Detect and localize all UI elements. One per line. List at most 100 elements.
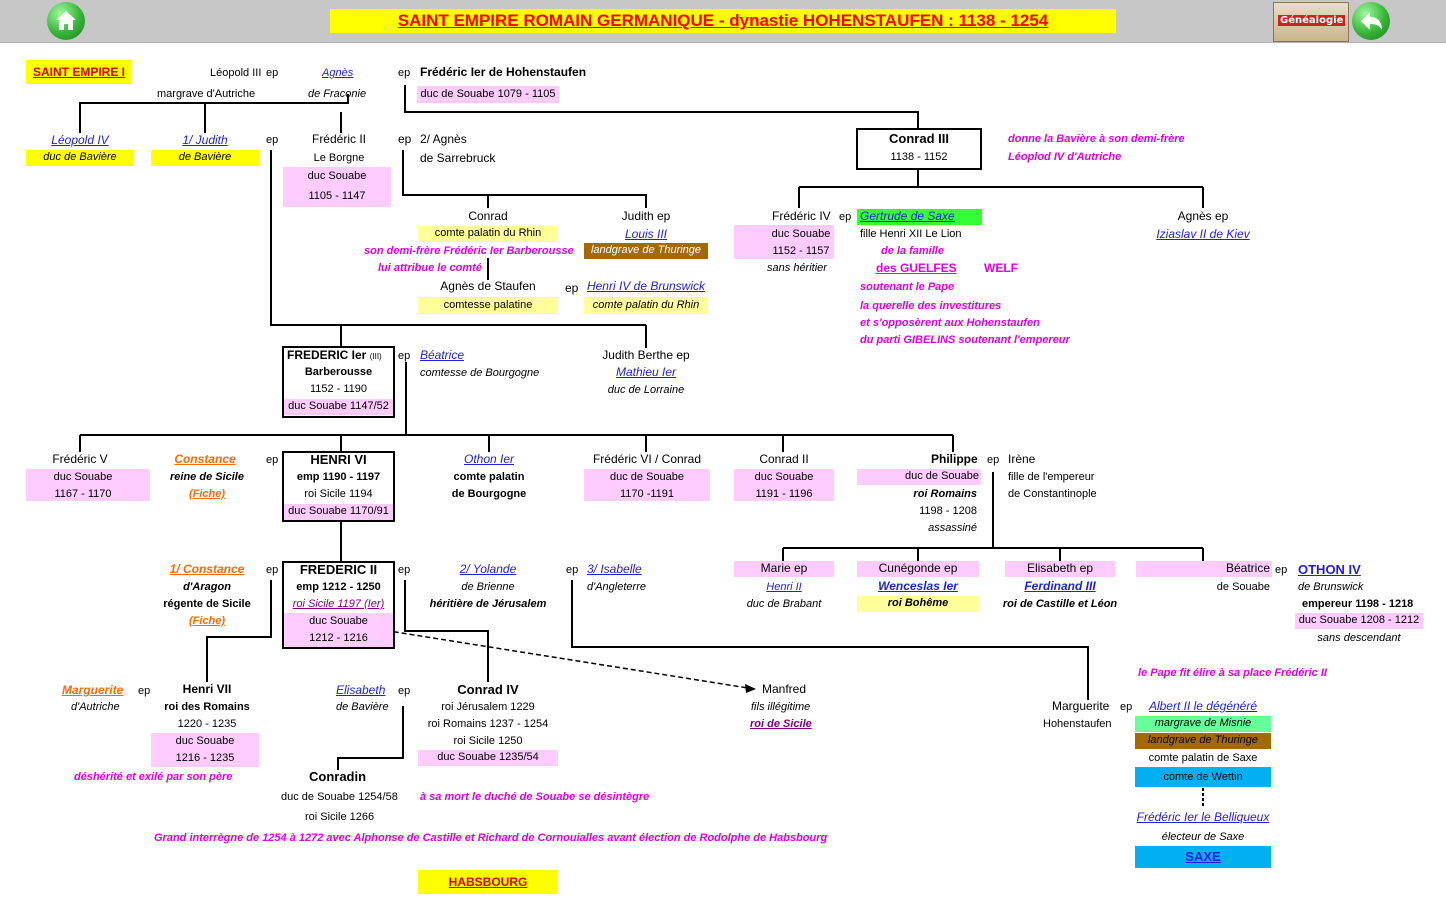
othon-4-link[interactable]: OTHON IV — [1298, 562, 1361, 577]
ep-label: ep — [266, 564, 279, 576]
yolande-link[interactable]: 2/ Yolande — [459, 562, 517, 576]
saint-empire-link[interactable]: SAINT EMPIRE I — [26, 60, 132, 84]
gertrude-link[interactable]: Gertrude de Saxe — [857, 209, 982, 225]
mathieu-link[interactable]: Mathieu Ier — [615, 365, 677, 379]
wenceslas-link[interactable]: Wenceslas Ier — [878, 579, 958, 593]
elisabeth-ep: Elisabeth ep — [1005, 561, 1115, 577]
ferdinand-link[interactable]: Ferdinand III — [1024, 579, 1096, 593]
manfred-name: Manfred — [762, 682, 807, 696]
conrad-2-dates: 1191 - 1196 — [755, 488, 813, 500]
interregne-note: Grand interrègne de 1254 à 1272 avec Alp… — [154, 832, 828, 844]
judith-ep: Judith ep — [621, 209, 671, 223]
henri-6-emp: emp 1190 - 1197 — [296, 471, 381, 483]
conrad-3-note-2: Léoplod IV d'Autriche — [1008, 151, 1122, 163]
wenceslas-title: roi Bohême — [857, 596, 979, 612]
frederic-2-emp: emp 1212 - 1250 — [296, 581, 381, 593]
marguerite-link[interactable]: Marguerite — [62, 683, 124, 697]
frederic-2-dates: 1105 - 1147 — [308, 190, 366, 202]
yolande-title: de Brienne — [461, 581, 515, 593]
pape-note-1: soutenant le Pape — [860, 281, 955, 293]
saxe-link[interactable]: SAXE — [1135, 846, 1271, 868]
ep-label: ep — [1275, 564, 1288, 576]
frederic-6-dates: 1170 -1191 — [619, 488, 675, 500]
frederic-2-sicile-link[interactable]: roi Sicile 1197 (Ier) — [292, 598, 385, 610]
albert-2-thuringe: landgrave de Thuringe — [1135, 733, 1271, 749]
philippe-roi: roi Romains — [913, 488, 977, 500]
isabelle-link[interactable]: 3/ Isabelle — [587, 562, 642, 576]
house-glyph — [56, 11, 76, 30]
beatrice-souabe-name: Béatrice — [1136, 561, 1272, 577]
manfred-title: fils illégitime — [751, 701, 811, 713]
louis-3-link[interactable]: Louis III — [624, 227, 668, 241]
constance-1-link[interactable]: 1/ Constance — [169, 562, 245, 576]
henri-6-souabe: duc Souabe 1170/91 — [284, 504, 393, 520]
constance-fiche-link[interactable]: (Fiche) — [188, 488, 226, 500]
albert-2-link[interactable]: Albert II le dégénéré — [1148, 699, 1258, 713]
home-icon[interactable] — [47, 2, 85, 40]
welf-label: WELF — [984, 261, 1018, 275]
conrad-4-souabe: duc Souabe 1235/54 — [418, 750, 558, 766]
frederic-6-box — [584, 469, 710, 501]
ep-label: ep — [565, 281, 579, 295]
ep-label: ep — [987, 454, 1000, 466]
henri-2-link[interactable]: Henri II — [766, 581, 802, 593]
frederic-4-box — [734, 225, 834, 259]
frederic-barberousse-name: FREDERIC Ier (III) — [287, 348, 382, 364]
beatrice-link[interactable]: Béatrice — [420, 348, 465, 362]
ep-label: ep — [398, 685, 411, 697]
frederic-4-title: duc Souabe — [771, 228, 831, 240]
barberousse-title: duc Souabe 1147/52 — [284, 399, 393, 415]
othon-1-link[interactable]: Othon Ier — [463, 452, 515, 466]
frederic-2-title: duc Souabe — [307, 170, 367, 182]
genealogie-logo-button[interactable]: Généalogie — [1273, 2, 1349, 42]
philippe-title: duc de Souabe — [857, 469, 981, 485]
frederic-barberousse-numeral: (III) — [369, 352, 382, 361]
agnes-link[interactable]: Agnès — [322, 67, 354, 79]
leopold-4-title: duc de Bavière — [26, 150, 134, 166]
henri-4-link[interactable]: Henri IV de Brunswick — [586, 279, 706, 293]
marguerite-hohenstaufen-title: Hohenstaufen — [1043, 718, 1112, 730]
frederic-5-name: Frédéric V — [52, 452, 108, 466]
judith-link[interactable]: 1/ Judith — [182, 133, 228, 147]
frederic-belliqueux-link[interactable]: Frédéric Ier le Belliqueux — [1136, 810, 1270, 824]
frederic-2-emp-name: FREDERIC II — [299, 562, 378, 577]
henri-7-souabe-box — [151, 733, 259, 767]
conradin-souabe: duc de Souabe 1254/58 — [281, 791, 398, 803]
frederic-2-box — [283, 167, 391, 207]
frederic-2-sub: Le Borgne — [313, 152, 365, 164]
agnes-2-name: 2/ Agnès — [420, 132, 467, 146]
back-arrow-icon[interactable] — [1352, 2, 1390, 40]
agnes-staufen-title: comtesse palatine — [418, 297, 558, 314]
pape-note-4: du parti GIBELINS soutenant l'empereur — [860, 334, 1070, 346]
othon-4-title: de Brunswick — [1298, 581, 1364, 593]
manfred-sicile-link[interactable]: roi de Sicile — [750, 718, 812, 730]
constance-1-fiche-link[interactable]: (Fiche) — [188, 615, 226, 627]
albert-2-saxe: comte palatin de Saxe — [1148, 752, 1258, 764]
conrad-4-jerusalem: roi Jérusalem 1229 — [441, 701, 535, 713]
othon-4-note: sans descendant — [1317, 632, 1401, 644]
ep-label: ep — [266, 67, 279, 79]
henri-2-title: duc de Brabant — [746, 598, 822, 610]
henri-7-title: roi des Romains — [164, 701, 250, 713]
constance-link[interactable]: Constance — [174, 452, 236, 466]
conrad-2-name: Conrad II — [759, 452, 809, 466]
frederic-2-name: Frédéric II — [311, 132, 366, 146]
frederic-2-souabe-box — [284, 613, 393, 647]
judith-title: de Bavière — [151, 150, 259, 166]
ep-label: ep — [566, 564, 579, 576]
habsbourg-link[interactable]: HABSBOURG — [418, 870, 558, 894]
henri-6-sicile: roi Sicile 1194 — [304, 488, 373, 500]
ep-label: ep — [266, 454, 279, 466]
henri-7-note: déshérité et exilé par son père — [74, 771, 233, 783]
louis-3-title: landgrave de Thuringe — [584, 243, 708, 259]
frederic-1-hohenstaufen: Frédéric Ier de Hohenstaufen — [420, 65, 587, 79]
conrad-note-2: lui attribue le comté — [378, 262, 482, 274]
elisabeth-baviere-link[interactable]: Elisabeth — [336, 683, 386, 697]
iziaslav-link[interactable]: Iziaslav II de Kiev — [1156, 227, 1250, 241]
othon-4-empereur: empereur 1198 - 1218 — [1302, 598, 1414, 610]
frederic-4-dates: 1152 - 1157 — [772, 245, 830, 257]
frederic-1-title: duc de Souabe 1079 - 1105 — [417, 86, 559, 103]
leopold-4-link[interactable]: Léopold IV — [51, 133, 109, 147]
conradin-name: Conradin — [309, 769, 367, 784]
